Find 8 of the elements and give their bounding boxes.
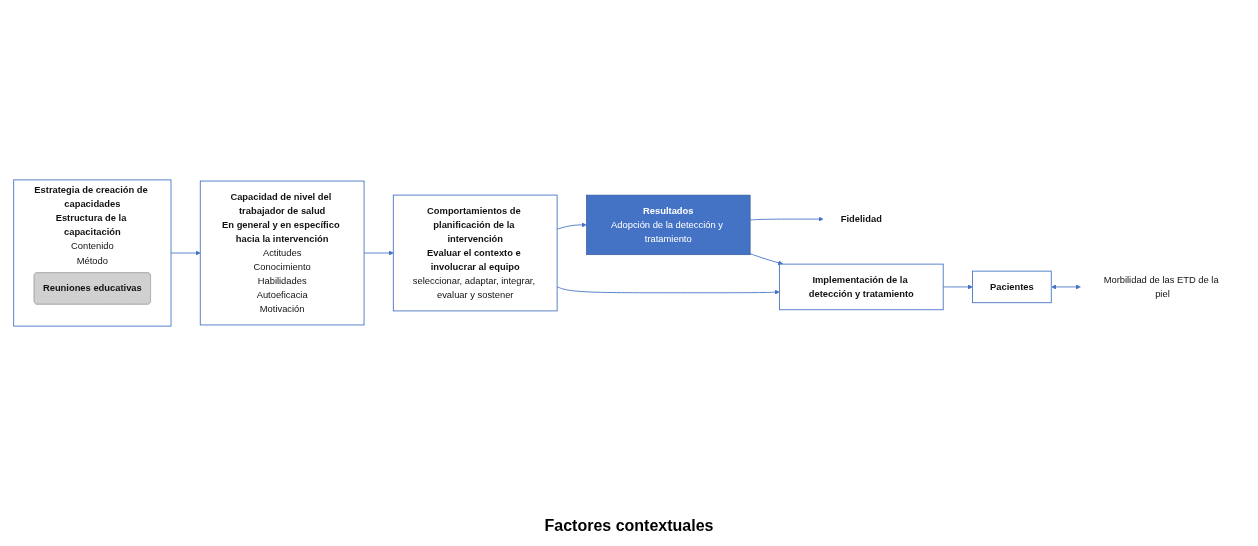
- node-box: Capacidad de nivel del trabajador de salud En general y en específico hacia la intervención Actitudes Conocimiento Habilidades Autoeficacia Motivación: [199, 180, 365, 326]
- node-box: Pacientes: [972, 270, 1052, 304]
- node-text: Fidelidad: [840, 213, 882, 224]
- node-text: Morbilidad de las ETD de la piel: [1103, 274, 1219, 299]
- note-label: Factores contextuales: [544, 517, 714, 535]
- node-box: Resultados Adopción de la detección y tratamiento: [586, 194, 751, 256]
- node-box: Implementación de la detección y tratamiento: [778, 263, 944, 311]
- node-box: Comportamientos de planificación de la intervención Evaluar el contexto e involucrar al equipo seleccionar, adaptar, integrar, evaluar y sostener: [392, 194, 558, 312]
